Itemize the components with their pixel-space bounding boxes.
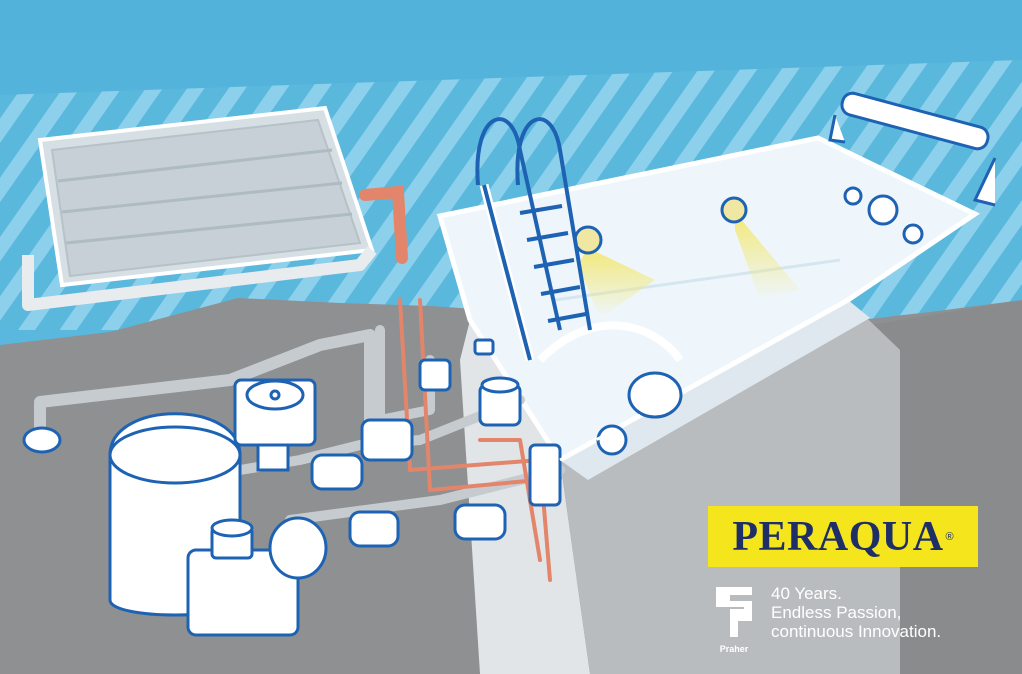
floor-drain [24, 428, 60, 452]
praher-label: Praher [708, 644, 760, 654]
tagline-line-3: continuous Innovation. [771, 622, 941, 641]
logo-text: PERAQUA [732, 516, 943, 558]
peraqua-logo: PERAQUA® [708, 506, 978, 567]
tagline-line-1: 40 Years. [771, 584, 941, 603]
registered-mark: ® [946, 531, 954, 543]
tagline-line-2: Endless Passion, [771, 603, 941, 622]
tagline: 40 Years. Endless Passion, continuous In… [771, 584, 941, 641]
praher-logo-icon [708, 581, 760, 643]
praher-logo: Praher [708, 581, 768, 661]
